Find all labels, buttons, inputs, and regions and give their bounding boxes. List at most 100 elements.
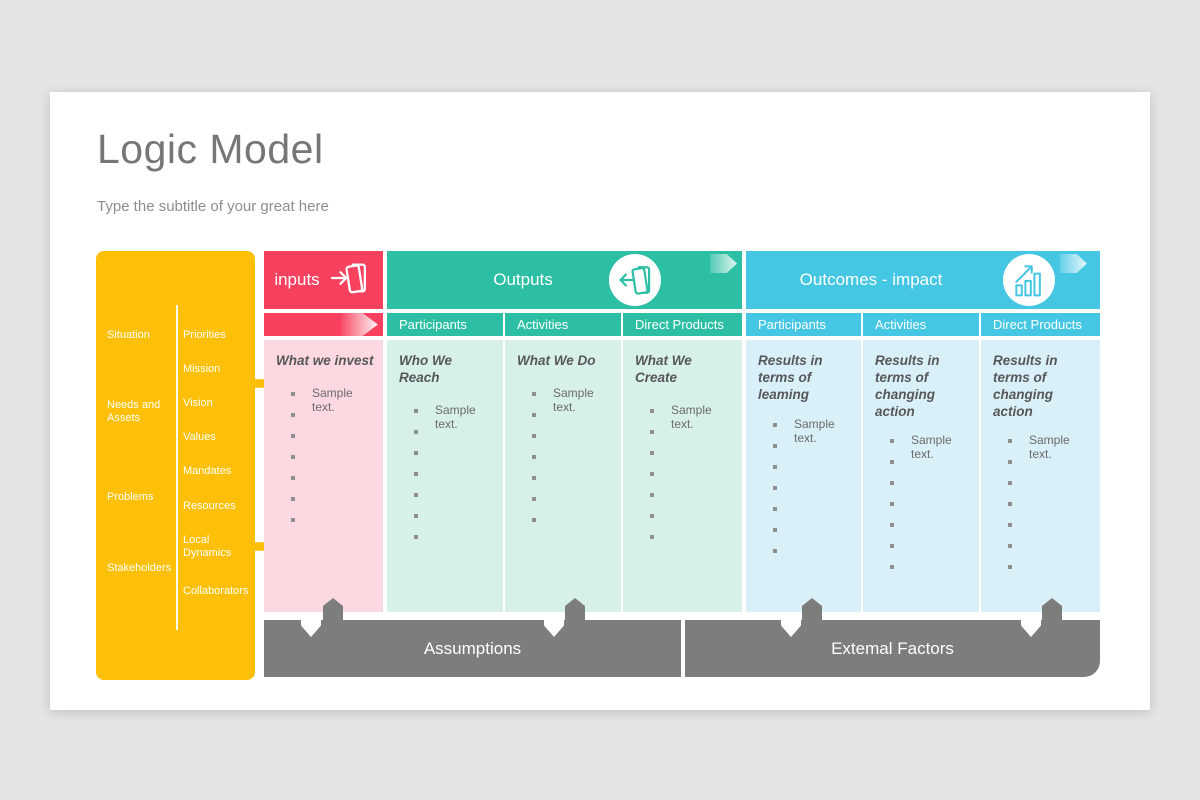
panel-item-situation: Situation (107, 329, 150, 341)
bullet-item (758, 543, 853, 564)
column-heading: What We Do (517, 353, 596, 368)
external-factors-label: Extemal Factors (831, 638, 954, 658)
bullet-item (875, 496, 971, 517)
column-results-changing-action: Results in terms of changing action Samp… (981, 340, 1100, 612)
panel-item-stakeholders: Stakeholders (107, 562, 172, 574)
bullet-list: Sample text. (758, 417, 853, 564)
bullet-item (517, 407, 613, 428)
panel-item-values: Values (183, 431, 216, 443)
panel-item-resources: Resources (183, 500, 236, 512)
subheader-participants: Participants (387, 313, 503, 336)
outcomes-header-label: Outcomes - impact (799, 270, 943, 289)
bullet-item (517, 470, 613, 491)
assumptions-label: Assumptions (423, 638, 522, 658)
page-subtitle: Type the subtitle of your great here (97, 198, 329, 215)
bullet-item (399, 508, 495, 529)
bullet-item: Sample text. (635, 403, 734, 431)
bullet-item (635, 466, 734, 487)
bullet-item (276, 470, 375, 491)
column-results-changing-action: Results in terms of changing action Samp… (863, 340, 979, 612)
bullet-list: Sample text. (635, 403, 734, 550)
column-results-learning: Results in terms of leaming Sample text. (746, 340, 861, 612)
bullet-item (635, 487, 734, 508)
bullet-item (517, 449, 613, 470)
bullet-item (875, 454, 971, 475)
flow-up-arrow-icon (802, 598, 822, 621)
page-title: Logic Model (97, 126, 324, 172)
bullet-item (758, 438, 853, 459)
column-heading: Results in terms of leaming (758, 353, 823, 402)
subheader-participants: Participants (746, 313, 861, 336)
growth-chart-icon (1003, 254, 1055, 306)
situation-panel: Situation Needs and Assets Problems Stak… (96, 251, 255, 680)
bullet-item (635, 424, 734, 445)
bullet-list: Sample text. (399, 403, 495, 550)
bullet-item (517, 512, 613, 533)
bullet-item (758, 459, 853, 480)
column-what-we-do: What We Do Sample text. (505, 340, 621, 612)
column-heading: Results in terms of changing action (875, 353, 940, 419)
column-heading: What we invest (276, 353, 374, 368)
section-header-outputs: Outputs (387, 251, 742, 309)
bullet-item: Sample text. (517, 386, 613, 414)
bullet-item: Sample text. (276, 386, 375, 414)
subheader-direct-products: Direct Products (623, 313, 742, 336)
subheader-direct-products: Direct Products (981, 313, 1100, 336)
bullet-item (399, 424, 495, 445)
chevron-arrow-icon (1060, 254, 1087, 273)
bullet-item (758, 501, 853, 522)
panel-item-vision: Vision (183, 397, 213, 409)
subheader-activities: Activities (505, 313, 621, 336)
bullet-item: Sample text. (875, 433, 971, 461)
bullet-item (993, 496, 1092, 517)
inputs-subheader-bar (264, 313, 383, 336)
panel-item-priorities: Priorities (183, 329, 226, 341)
bullet-item (399, 487, 495, 508)
flow-up-arrow-icon (565, 598, 585, 621)
flow-up-arrow-icon (1042, 598, 1062, 621)
inputs-header-label: inputs (274, 270, 320, 289)
bullet-item (993, 454, 1092, 475)
bullet-item (399, 445, 495, 466)
bullet-item (276, 491, 375, 512)
door-exit-icon (609, 254, 661, 306)
bullet-item: Sample text. (993, 433, 1092, 461)
bullet-list: Sample text. (875, 433, 971, 580)
chevron-arrow-icon (710, 254, 737, 273)
bullet-item (635, 508, 734, 529)
column-who-we-reach: Who We Reach Sample text. (387, 340, 503, 612)
outputs-header-label: Outputs (493, 270, 553, 289)
bullet-item (276, 428, 375, 449)
column-what-we-create: What We Create Sample text. (623, 340, 742, 612)
column-heading: Who We Reach (399, 353, 452, 385)
bullet-item (993, 538, 1092, 559)
section-header-outcomes: Outcomes - impact (746, 251, 1100, 309)
column-heading: Results in terms of changing action (993, 353, 1058, 419)
section-header-inputs: inputs (264, 251, 383, 309)
bullet-item (993, 517, 1092, 538)
bullet-item (875, 538, 971, 559)
flow-up-arrow-icon (323, 598, 343, 621)
panel-divider (176, 305, 178, 630)
bullet-item (758, 522, 853, 543)
door-enter-icon (329, 257, 373, 304)
panel-item-problems: Problems (107, 491, 154, 503)
bullet-item (517, 428, 613, 449)
bullet-item (276, 512, 375, 533)
bullet-item (399, 466, 495, 487)
panel-item-mandates: Mandates (183, 465, 232, 477)
bullet-item (635, 529, 734, 550)
panel-item-collaborators: Collaborators (183, 585, 249, 597)
bullet-item (993, 559, 1092, 580)
bullet-item (276, 407, 375, 428)
bullet-item: Sample text. (399, 403, 495, 431)
bullet-item: Sample text. (758, 417, 853, 445)
bullet-list: Sample text. (517, 386, 613, 533)
slide-canvas: Logic Model Type the subtitle of your gr… (50, 92, 1150, 710)
bullet-list: Sample text. (276, 386, 375, 533)
column-what-we-invest: What we invest Sample text. (264, 340, 383, 612)
bullet-item (276, 449, 375, 470)
bullet-item (875, 559, 971, 580)
assumptions-bar: Assumptions (264, 620, 681, 677)
